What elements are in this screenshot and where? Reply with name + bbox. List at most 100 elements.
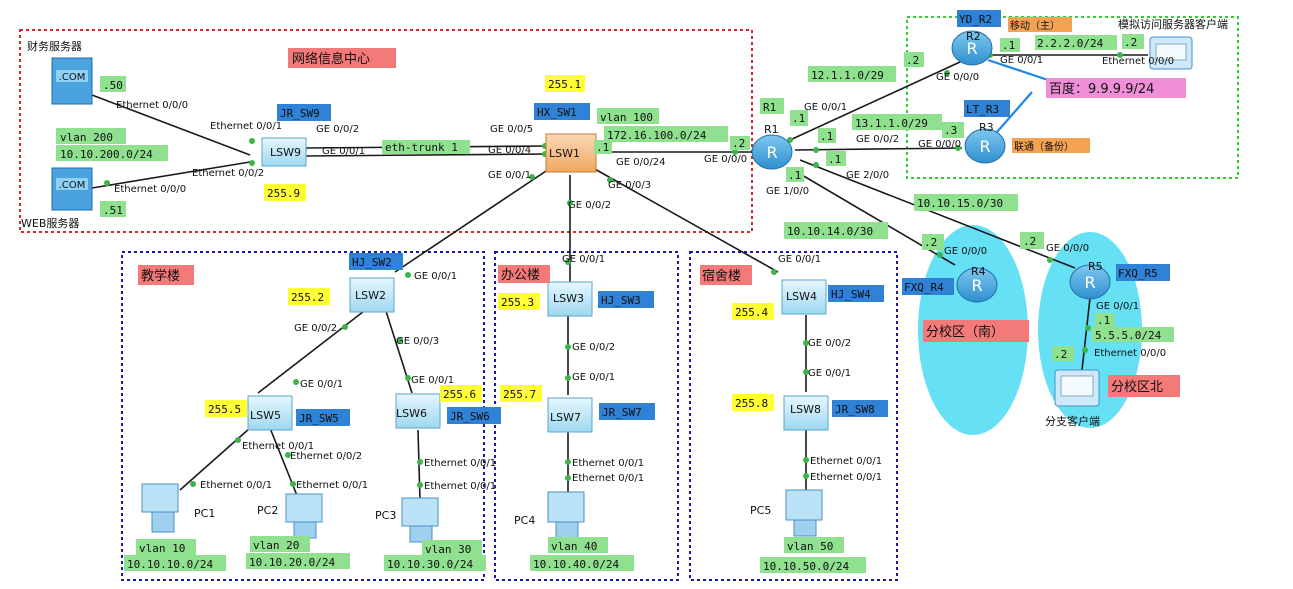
r5-label: R5 bbox=[1088, 260, 1103, 273]
yellow-255-3: 255.3 bbox=[498, 293, 540, 310]
zone-title-south: 分校区（南） bbox=[923, 320, 1029, 342]
pc5-label: PC5 bbox=[750, 504, 771, 517]
green-net5: 5.5.5.0/24 bbox=[1092, 327, 1174, 342]
svg-text:.1: .1 bbox=[1002, 39, 1015, 52]
svg-text:分校区北: 分校区北 bbox=[1111, 379, 1163, 395]
green-r5-lan-ip: .1 bbox=[1095, 313, 1115, 327]
green-vlan50: vlan 50 bbox=[784, 537, 844, 553]
svg-text:10.10.15.0/30: 10.10.15.0/30 bbox=[917, 197, 1003, 210]
green-trunk: eth-trunk 1 bbox=[382, 140, 470, 154]
svg-text:百度：9.9.9.9/24: 百度：9.9.9.9/24 bbox=[1049, 81, 1154, 97]
port-label: Ethernet 0/0/1 bbox=[424, 458, 496, 469]
port-label: Ethernet 0/0/1 bbox=[810, 456, 882, 467]
green-dot50: .50 bbox=[100, 76, 126, 92]
svg-text:.2: .2 bbox=[1124, 36, 1137, 49]
green-r4-ip: .2 bbox=[922, 234, 944, 250]
zone-netcenter-border bbox=[19, 29, 753, 233]
port-label: GE 0/0/1 bbox=[322, 146, 365, 157]
svg-text:.1: .1 bbox=[788, 169, 801, 182]
finance-server-com: .COM bbox=[59, 72, 86, 83]
port-label: Ethernet 0/0/1 bbox=[572, 458, 644, 469]
lsw2-switch-icon[interactable] bbox=[349, 277, 395, 313]
r2-router-icon[interactable]: R bbox=[951, 30, 993, 66]
http-client-label: 模拟访问服务器客户端 bbox=[1118, 17, 1228, 31]
green-vlan30: vlan 30 bbox=[422, 540, 482, 556]
port-label: Ethernet 0/0/1 bbox=[200, 480, 272, 491]
port-labels: Ethernet 0/0/0 Ethernet 0/0/1 Ethernet 0… bbox=[114, 55, 1174, 492]
green-vlan200: vlan 200 bbox=[56, 128, 126, 144]
web-server-icon[interactable]: .COM bbox=[51, 167, 93, 211]
green-vlan100: vlan 100 bbox=[597, 108, 659, 124]
port-label: GE 0/0/2 bbox=[856, 134, 899, 145]
lsw9-switch-icon[interactable] bbox=[261, 137, 307, 167]
r1-router-icon[interactable]: R bbox=[751, 134, 793, 170]
svg-text:vlan 200: vlan 200 bbox=[60, 131, 113, 144]
lsw8-switch-icon[interactable] bbox=[783, 395, 829, 431]
yellow-255-1: 255.1 bbox=[545, 75, 585, 92]
port-label: GE 0/0/24 bbox=[616, 157, 665, 168]
green-r1-r3-ip: .1 bbox=[818, 128, 836, 143]
svg-text:255.7: 255.7 bbox=[503, 388, 536, 401]
svg-text:.2: .2 bbox=[906, 54, 919, 67]
port-label: GE 0/0/0 bbox=[704, 154, 747, 165]
branch-client-label: 分支客户端 bbox=[1045, 414, 1100, 428]
green-net14: 10.10.14.0/30 bbox=[784, 222, 888, 239]
svg-text:LT_R3: LT_R3 bbox=[966, 103, 999, 116]
port-label: GE 0/0/0 bbox=[936, 72, 979, 83]
svg-text:HJ_SW3: HJ_SW3 bbox=[601, 294, 641, 307]
pc2-icon[interactable] bbox=[285, 493, 323, 539]
svg-text:JR_SW7: JR_SW7 bbox=[602, 406, 642, 419]
port-label: Ethernet 0/0/1 bbox=[810, 472, 882, 483]
svg-text:vlan 10: vlan 10 bbox=[139, 542, 185, 555]
finance-server-icon[interactable]: .COM bbox=[51, 57, 93, 105]
svg-text:2.2.2.0/24: 2.2.2.0/24 bbox=[1037, 37, 1104, 50]
tag-r1: R1 bbox=[760, 98, 784, 114]
lsw3-switch-icon[interactable] bbox=[547, 281, 593, 317]
green-net20: 10.10.20.0/24 bbox=[246, 553, 350, 569]
yellow-255-4: 255.4 bbox=[732, 303, 774, 320]
port-label: GE 0/0/1 bbox=[488, 170, 531, 181]
pc1-icon[interactable] bbox=[141, 483, 179, 533]
lsw4-switch-icon[interactable] bbox=[781, 279, 827, 315]
r3-router-icon[interactable]: R bbox=[964, 128, 1006, 164]
port-label: GE 0/0/2 bbox=[294, 323, 337, 334]
r5-router-icon[interactable]: R bbox=[1069, 264, 1111, 300]
svg-text:FXQ_R4: FXQ_R4 bbox=[904, 281, 944, 294]
svg-text:.50: .50 bbox=[103, 79, 123, 92]
r5-router-glyph: R bbox=[1084, 273, 1095, 292]
lsw5-switch-icon[interactable] bbox=[247, 395, 293, 431]
port-label: GE 0/0/2 bbox=[568, 200, 611, 211]
http-client-icon[interactable] bbox=[1149, 36, 1193, 70]
svg-text:10.10.30.0/24: 10.10.30.0/24 bbox=[387, 558, 473, 571]
zone-title-north: 分校区北 bbox=[1108, 375, 1180, 397]
green-vlan20: vlan 20 bbox=[250, 536, 310, 552]
pc5-icon[interactable] bbox=[785, 489, 823, 537]
green-branch-ip: .2 bbox=[1052, 346, 1074, 361]
port-label: GE 0/0/2 bbox=[572, 342, 615, 353]
lsw1-core-switch-icon[interactable] bbox=[545, 133, 597, 173]
green-net13: 13.1.1.0/29 bbox=[852, 114, 942, 130]
green-r1-r5-ip: .1 bbox=[826, 151, 846, 166]
svg-text:10.10.40.0/24: 10.10.40.0/24 bbox=[533, 558, 619, 571]
branch-client-icon[interactable] bbox=[1054, 369, 1100, 407]
r4-router-icon[interactable]: R bbox=[956, 267, 998, 303]
port-label: GE 0/0/0 bbox=[944, 246, 987, 257]
lsw8-label: LSW8 bbox=[790, 403, 821, 416]
port-label: GE 0/0/5 bbox=[490, 124, 533, 135]
svg-text:vlan 40: vlan 40 bbox=[551, 540, 597, 553]
r4-label: R4 bbox=[971, 265, 986, 278]
port-label: GE 0/0/0 bbox=[1046, 243, 1089, 254]
yellow-255-5: 255.5 bbox=[205, 400, 247, 417]
port-label: Ethernet 0/0/2 bbox=[192, 168, 264, 179]
pc4-icon[interactable] bbox=[547, 491, 585, 539]
yellow-255-7: 255.7 bbox=[500, 385, 542, 402]
green-core-ip: .1 bbox=[594, 140, 612, 154]
lsw6-switch-icon[interactable] bbox=[395, 393, 441, 429]
tag-unicom: 联通（备份） bbox=[1012, 138, 1090, 153]
r1-router-glyph: R bbox=[766, 143, 777, 162]
lsw7-switch-icon[interactable] bbox=[547, 397, 593, 433]
port-label: GE 0/0/1 bbox=[411, 375, 454, 386]
svg-text:.1: .1 bbox=[1097, 314, 1110, 327]
green-net12: 12.1.1.0/29 bbox=[808, 66, 896, 82]
pc3-icon[interactable] bbox=[401, 497, 439, 543]
